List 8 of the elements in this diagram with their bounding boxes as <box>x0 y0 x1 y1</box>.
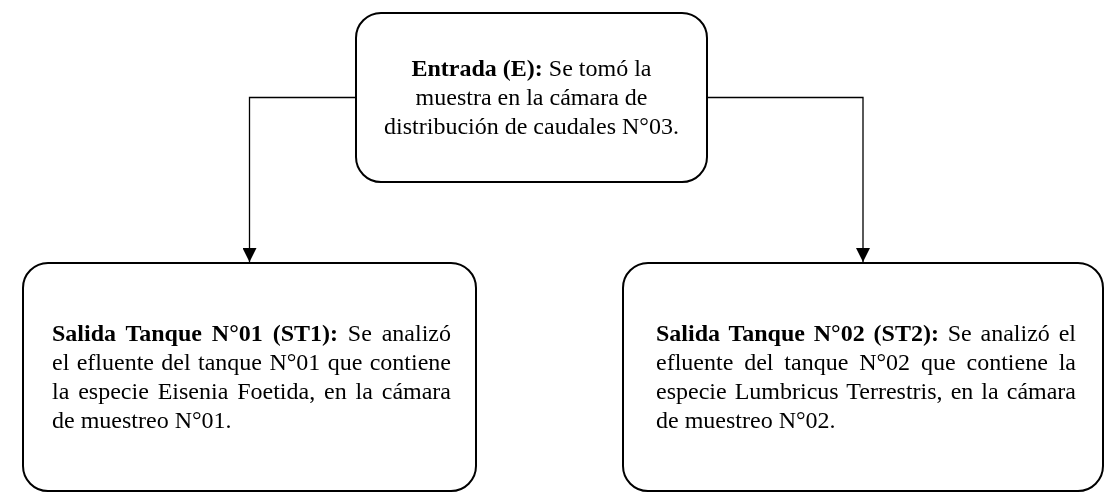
process-box <box>355 12 708 183</box>
process-box <box>622 262 1104 492</box>
arrow <box>707 96 870 263</box>
node-text: Salida Tanque N°01 (ST1): Se analizó el efluente del tanque N°01 que contiene la especie Eisenia Foetida, en la cámara de muestreo N°01. <box>52 319 451 435</box>
node-text: Salida Tanque N°02 (ST2): Se analizó el efluente del tanque N°02 que contiene la especie Lumbricus Terrestris, en la cámara de muestreo N°02. <box>656 319 1076 435</box>
node-text: Entrada (E): Se tomó la muestra en la cámara de distribución de caudales N°03. <box>383 54 680 141</box>
process-box <box>22 262 477 492</box>
arrow <box>242 96 356 263</box>
